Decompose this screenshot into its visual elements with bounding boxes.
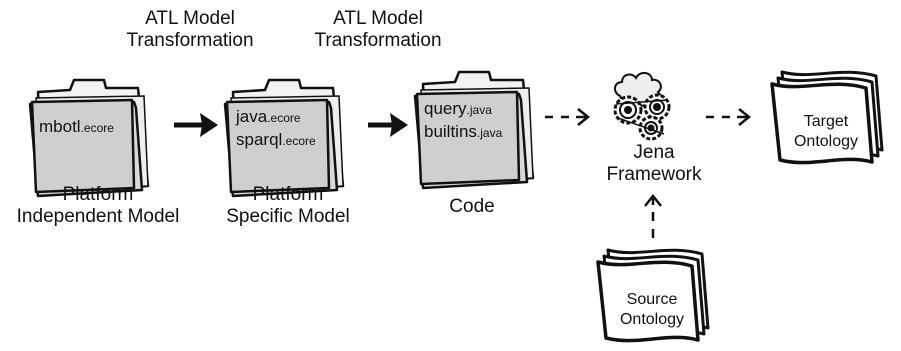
caption-psm-line2: Specific Model — [226, 206, 350, 227]
file-name: query.java — [424, 99, 492, 118]
arrow-psm-to-code — [368, 113, 408, 137]
file-name: builtins.java — [424, 122, 503, 141]
transformation-2-line1: ATL Model — [333, 8, 423, 29]
arrow-source-to-jena — [644, 193, 662, 238]
jena-line1: Jena — [633, 142, 675, 163]
arrow-pim-to-psm — [174, 113, 218, 137]
caption-code-line1: Code — [449, 196, 495, 217]
folder-pim-files: mbotl.ecore — [39, 116, 114, 139]
arrow-jena-to-target — [706, 108, 752, 126]
jena-label: Jena Framework — [594, 142, 714, 186]
gears-icon — [613, 72, 671, 141]
source-line2: Ontology — [619, 311, 685, 328]
caption-psm: Platform Specific Model — [220, 184, 356, 228]
transformation-1-line2: Transformation — [126, 30, 254, 51]
source-ontology-label: Source Ontology — [604, 290, 700, 330]
folder-code-files: query.java builtins.java — [424, 98, 502, 144]
file-name: java.ecore — [236, 107, 301, 126]
folder-psm-files: java.ecore sparql.ecore — [236, 106, 316, 152]
caption-pim-line2: Independent Model — [16, 206, 180, 227]
target-ontology-label: Target Ontology — [778, 112, 874, 152]
caption-pim: Platform Independent Model — [0, 184, 196, 228]
transformation-2-line2: Transformation — [314, 30, 442, 51]
jena-line2: Framework — [606, 164, 702, 185]
transformation-label-2: ATL Model Transformation — [298, 8, 458, 52]
caption-pim-line1: Platform — [62, 184, 134, 205]
source-line1: Source — [626, 291, 678, 308]
file-name: sparql.ecore — [236, 130, 316, 149]
arrow-code-to-jena — [545, 108, 591, 126]
file-name: mbotl.ecore — [39, 117, 114, 136]
target-line2: Ontology — [793, 133, 859, 150]
caption-code: Code — [432, 196, 512, 218]
transformation-label-1: ATL Model Transformation — [110, 8, 270, 52]
transformation-1-line1: ATL Model — [145, 8, 235, 29]
target-line1: Target — [803, 113, 849, 130]
caption-psm-line1: Platform — [252, 184, 324, 205]
